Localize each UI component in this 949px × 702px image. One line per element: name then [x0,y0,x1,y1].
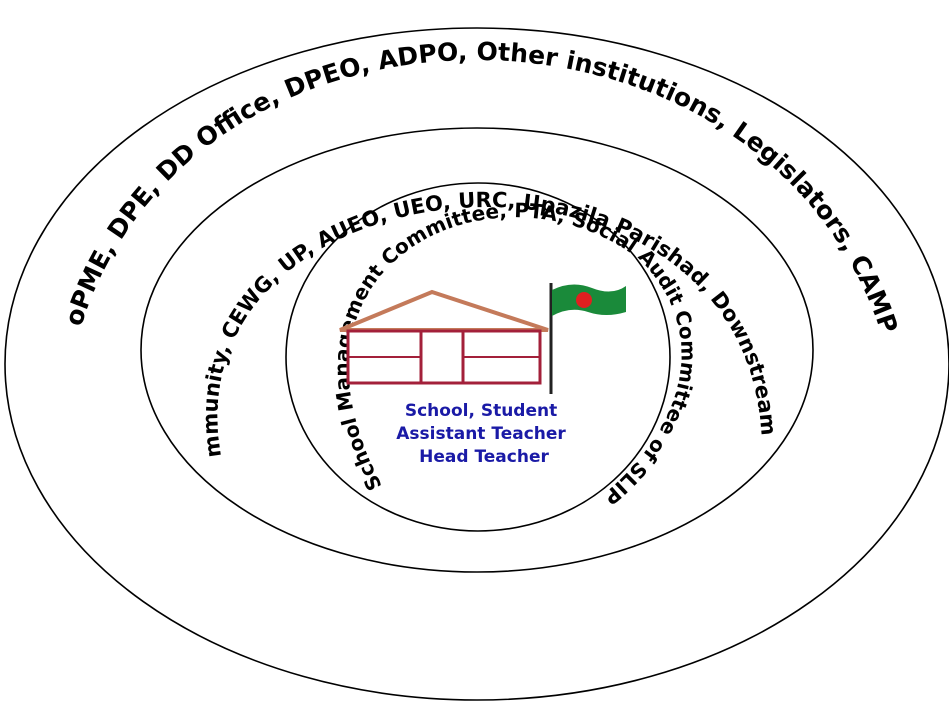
school-house-icon [339,289,549,385]
outer-ring [4,27,949,701]
center-label: School, Student Assistant Teacher Head T… [396,401,571,467]
inner-ring [285,182,671,532]
middle-ring [140,127,814,573]
center-line-1: School, Student [405,401,557,421]
bangladesh-flag-icon [549,283,626,394]
outer-ring-label-text: MoPME, DPE, DD Office, DPEO, ADPO, Other… [0,0,903,337]
center-line-2: Assistant Teacher [396,424,566,444]
center-line-3: Head Teacher [419,447,549,467]
flag-red-disc [576,292,592,308]
outer-ring-label: MoPME, DPE, DD Office, DPEO, ADPO, Other… [0,0,903,337]
